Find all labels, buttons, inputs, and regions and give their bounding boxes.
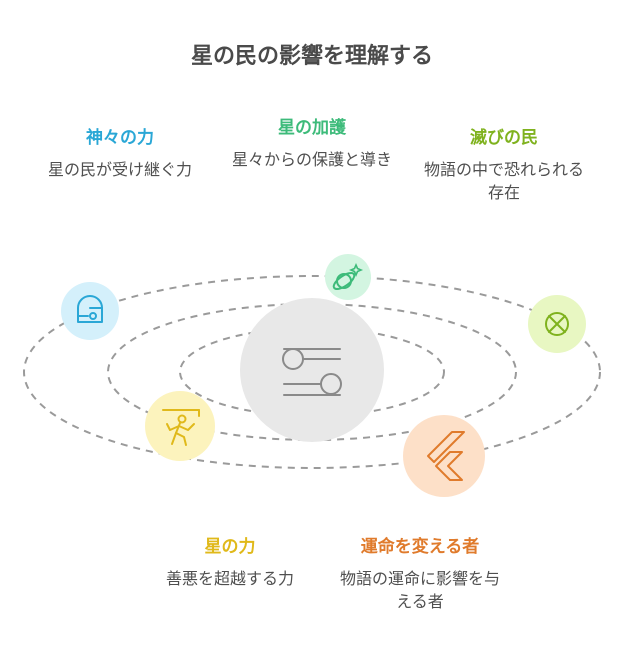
x-circle-icon — [545, 312, 569, 336]
label-fallen-people: 滅びの民 物語の中で恐れられる存在 — [414, 123, 594, 204]
desc-fallen-people: 物語の中で恐れられる存在 — [423, 160, 584, 202]
desc-star-protection: 星々からの保護と導き — [231, 150, 392, 169]
heading-fate-changer: 運命を変える者 — [360, 537, 480, 557]
label-star-protection: 星の加護 星々からの保護と導き — [222, 113, 402, 171]
desc-divine-power: 星の民が受け継ぐ力 — [47, 160, 192, 179]
heading-star-power: 星の力 — [204, 537, 256, 557]
planet-sparkle-icon — [332, 262, 364, 291]
node-divine-power — [61, 282, 119, 340]
node-star-power — [145, 391, 215, 461]
node-star-protection — [325, 254, 371, 300]
node-fallen-people — [528, 295, 586, 353]
desc-fate-changer: 物語の運命に影響を与える者 — [339, 569, 500, 611]
flutter-shape-icon — [427, 431, 465, 481]
toggle-switches-icon — [282, 348, 342, 396]
label-divine-power: 神々の力 星の民が受け継ぐ力 — [30, 123, 210, 181]
helmet-icon — [77, 295, 103, 323]
heading-fallen-people: 滅びの民 — [470, 128, 538, 148]
diagram-title: 星の民の影響を理解する — [190, 44, 433, 69]
orbit-outer — [23, 275, 601, 469]
label-fate-changer: 運命を変える者 物語の運命に影響を与える者 — [320, 532, 520, 613]
desc-star-power: 善悪を超越する力 — [165, 569, 294, 588]
center-node — [240, 298, 384, 442]
label-star-power: 星の力 善悪を超越する力 — [130, 532, 330, 590]
heading-star-protection: 星の加護 — [278, 118, 346, 138]
hiker-icon — [162, 409, 200, 446]
heading-divine-power: 神々の力 — [86, 128, 154, 148]
node-fate-changer — [403, 415, 485, 497]
